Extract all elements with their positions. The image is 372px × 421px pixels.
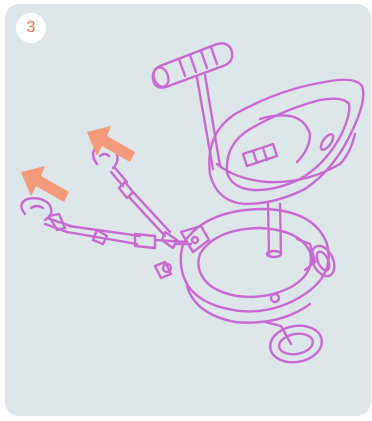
- seat: [209, 80, 363, 204]
- ride-on-board-illustration: [5, 4, 371, 416]
- handle-post: [197, 75, 220, 169]
- rear-wheel: [297, 239, 339, 280]
- handle-grip: [151, 43, 232, 88]
- front-wheel: [265, 322, 325, 366]
- board-platform: [163, 209, 329, 323]
- instruction-card: 3: [5, 4, 371, 416]
- arrow-up-left-icon: [21, 166, 69, 202]
